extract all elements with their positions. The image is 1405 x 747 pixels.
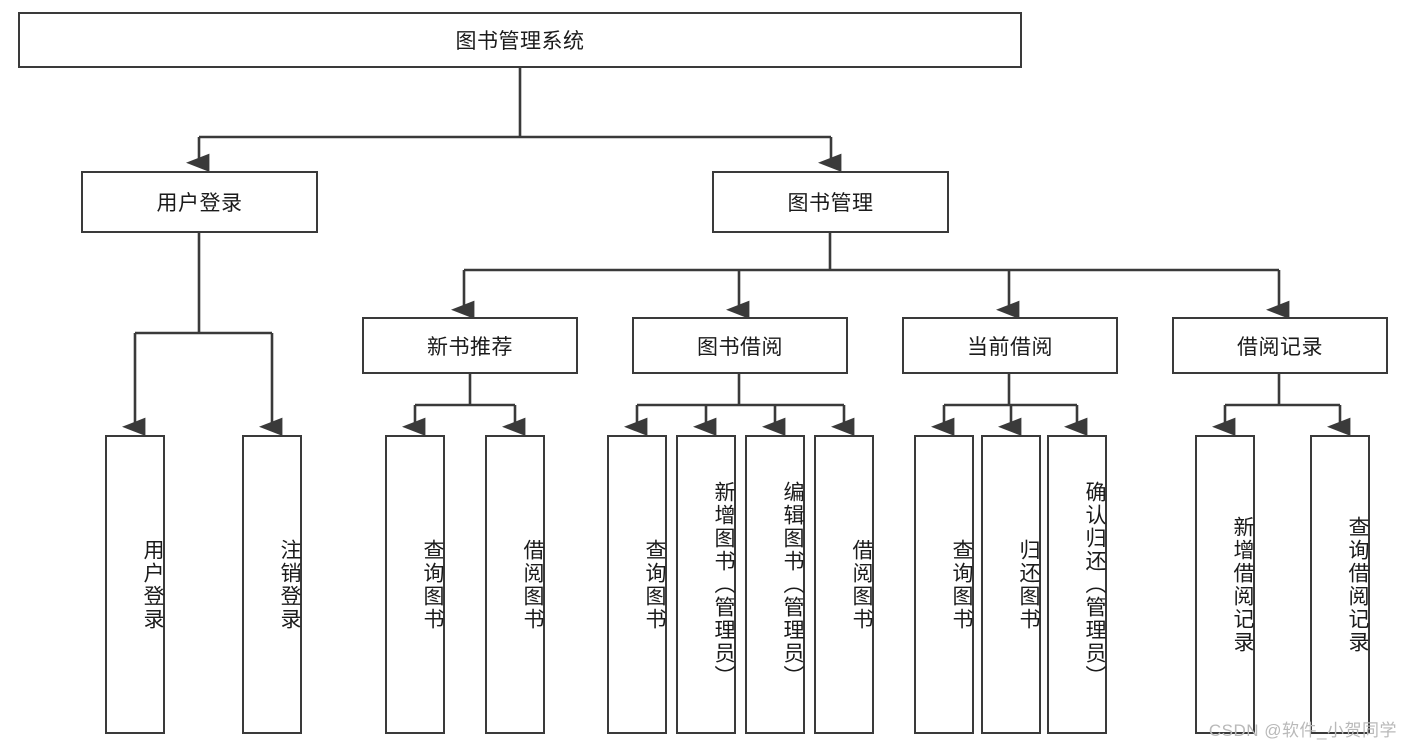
node-new-book-recommend[interactable]: 新书推荐 (362, 317, 578, 374)
leaf-label: 编辑图书（管理员） (781, 481, 804, 688)
leaf-user-login-logout[interactable]: 注销登录 (242, 435, 302, 734)
node-user-login-label: 用户登录 (156, 192, 243, 215)
leaf-current-borrow-confirm-return[interactable]: 确认归还（管理员） (1047, 435, 1107, 734)
leaf-book-borrow-add[interactable]: 新增图书（管理员） (676, 435, 736, 734)
leaf-label: 借阅图书 (521, 538, 544, 631)
leaf-current-borrow-query[interactable]: 查询图书 (914, 435, 974, 734)
leaf-borrow-record-add[interactable]: 新增借阅记录 (1195, 435, 1255, 734)
node-book-borrow-label: 图书借阅 (697, 335, 783, 359)
node-borrow-record-label: 借阅记录 (1237, 335, 1323, 359)
leaf-new-book-query[interactable]: 查询图书 (385, 435, 445, 734)
leaf-label: 新增图书（管理员） (712, 481, 735, 688)
node-user-login[interactable]: 用户登录 (81, 171, 318, 233)
leaf-book-borrow-borrow[interactable]: 借阅图书 (814, 435, 874, 734)
watermark: CSDN @软件_小贺同学 (1208, 721, 1397, 740)
leaf-label: 借阅图书 (850, 538, 873, 631)
leaf-label: 查询借阅记录 (1346, 515, 1369, 654)
leaf-book-borrow-edit[interactable]: 编辑图书（管理员） (745, 435, 805, 734)
leaf-user-login-login[interactable]: 用户登录 (105, 435, 165, 734)
leaf-label: 新增借阅记录 (1231, 515, 1254, 654)
leaf-label: 查询图书 (950, 538, 973, 631)
leaf-book-borrow-query[interactable]: 查询图书 (607, 435, 667, 734)
leaf-label: 用户登录 (141, 538, 164, 631)
node-new-book-recommend-label: 新书推荐 (427, 335, 513, 359)
node-root[interactable]: 图书管理系统 (18, 12, 1022, 68)
node-borrow-record[interactable]: 借阅记录 (1172, 317, 1388, 374)
leaf-label: 归还图书 (1017, 538, 1040, 631)
node-book-management-label: 图书管理 (787, 192, 874, 215)
leaf-label: 查询图书 (421, 538, 444, 631)
leaf-new-book-borrow[interactable]: 借阅图书 (485, 435, 545, 734)
node-root-label: 图书管理系统 (455, 30, 585, 53)
node-book-borrow[interactable]: 图书借阅 (632, 317, 848, 374)
node-book-management[interactable]: 图书管理 (712, 171, 949, 233)
node-current-borrow[interactable]: 当前借阅 (902, 317, 1118, 374)
node-current-borrow-label: 当前借阅 (967, 335, 1053, 359)
leaf-label: 查询图书 (643, 538, 666, 631)
leaf-borrow-record-query[interactable]: 查询借阅记录 (1310, 435, 1370, 734)
leaf-label: 确认归还（管理员） (1083, 481, 1106, 688)
leaf-label: 注销登录 (278, 538, 301, 631)
leaf-current-borrow-return[interactable]: 归还图书 (981, 435, 1041, 734)
